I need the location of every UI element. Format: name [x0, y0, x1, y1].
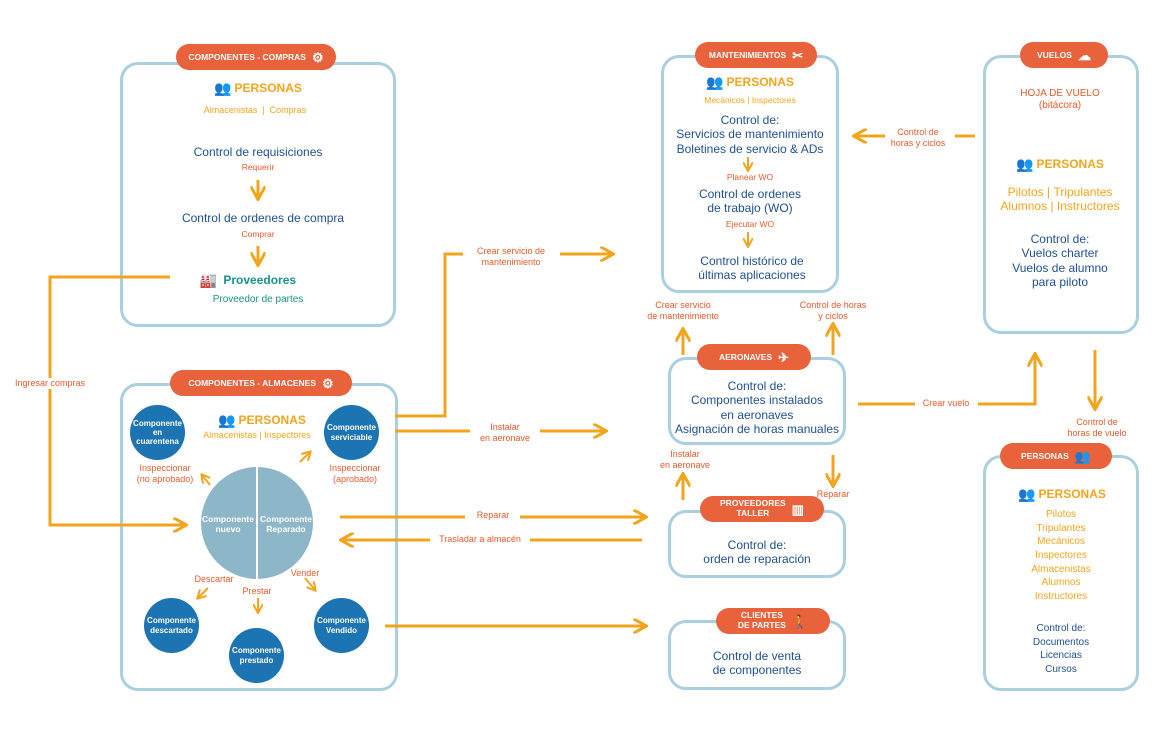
prestar-label: Prestar [242, 586, 272, 596]
inspeccionar-aprobado: Inspeccionar(aprobado) [329, 463, 381, 484]
arrow-crear-servicio [395, 252, 463, 418]
ingresar-compras-label: Ingresar compras [12, 378, 88, 389]
personas-box-control: Control de: Documentos Licencias Cursos [1032, 623, 1090, 675]
proveedores-title: 🏭 Proveedores [199, 272, 297, 288]
walking-person-icon: 🚶 [791, 613, 809, 629]
factory-icon: ▥ [791, 501, 804, 517]
arrow-descartar [198, 587, 209, 598]
almacenes-personas: 👥 PERSONAS [218, 412, 306, 428]
vuelos-badge: VUELOS ☁ [1020, 42, 1108, 68]
people-icon: 👥 [218, 412, 236, 428]
compras-personas: 👥 PERSONAS [214, 80, 302, 96]
mantenimientos-box [661, 55, 839, 293]
people-icon: 👥 [706, 74, 724, 90]
taller-control: Control de:orden de reparación [703, 538, 811, 567]
arrow-vender-in [304, 577, 315, 590]
almacenes-roles: Almacenistas | Inspectores [203, 430, 311, 440]
comprar-label: Comprar [241, 229, 275, 239]
proveedor-partes: Proveedor de partes [212, 294, 304, 305]
crear-vuelo-label: Crear vuelo [922, 398, 970, 408]
mantenimientos-personas: 👥 PERSONAS [706, 74, 794, 90]
arrow-ingresar-compras [48, 275, 185, 525]
gear-icon: ⚙ [322, 375, 334, 391]
planear-wo: Planear WO [726, 172, 774, 182]
compras-roles: Almacenistas | Compras [203, 105, 307, 115]
personas-box-title: 👥 PERSONAS [1018, 486, 1106, 502]
personas-box-roles: Pilotos Tripulantes Mecánicos Inspectore… [1031, 509, 1091, 603]
arrow-crear-vuelo-2 [978, 355, 1035, 406]
cloud-icon: ☁ [1077, 47, 1091, 63]
aeronaves-box [668, 357, 846, 445]
people-icon: 👥 [214, 80, 232, 96]
componente-split-circle[interactable] [200, 466, 314, 580]
people-icon: 👥 [1018, 486, 1036, 502]
control-requisiciones: Control de requisiciones [193, 145, 323, 159]
aeronaves-badge: AERONAVES ✈ [697, 344, 811, 370]
personas-badge: PERSONAS 👥 [1000, 443, 1112, 469]
factory-icon: 🏭 [199, 272, 218, 288]
requerir-label: Requerir [241, 162, 275, 172]
people-icon: 👥 [1074, 448, 1091, 464]
compras-badge: COMPONENTES - COMPRAS ⚙ [176, 44, 336, 70]
hoja-de-vuelo: HOJA DE VUELO(bitácora) [1020, 88, 1100, 111]
tools-icon: ✂ [792, 47, 804, 63]
vender-label: Vender [290, 568, 320, 578]
mantenimientos-roles: Mecánicos | Inspectores [704, 95, 796, 105]
people-icon: 👥 [1016, 156, 1034, 172]
arrow-insp-no [202, 475, 210, 486]
inspeccionar-no-aprobado: Inspeccionar(no aprobado) [136, 463, 194, 484]
mantenimientos-badge: MANTENIMIENTOS ✂ [695, 42, 817, 68]
reparar-label: Reparar [476, 510, 510, 520]
vuelos-personas: 👥 PERSONAS [1016, 156, 1104, 172]
control-ordenes-compra: Control de ordenes de compra [181, 211, 345, 225]
descartar-label: Descartar [194, 574, 234, 584]
reparar2-label: Reparar [816, 489, 850, 499]
ejecutar-wo: Ejecutar WO [725, 219, 775, 229]
almacenes-badge: COMPONENTES - ALMACENES ⚙ [170, 370, 352, 396]
gear-icon: ⚙ [311, 49, 324, 65]
arrow-insp-si [299, 452, 310, 463]
trasladar-label: Trasladar a almacén [439, 534, 521, 544]
vuelos-roles: Pilotos | Tripulantes Alumnos | Instruct… [1000, 185, 1120, 214]
airplane-icon: ✈ [778, 349, 790, 365]
